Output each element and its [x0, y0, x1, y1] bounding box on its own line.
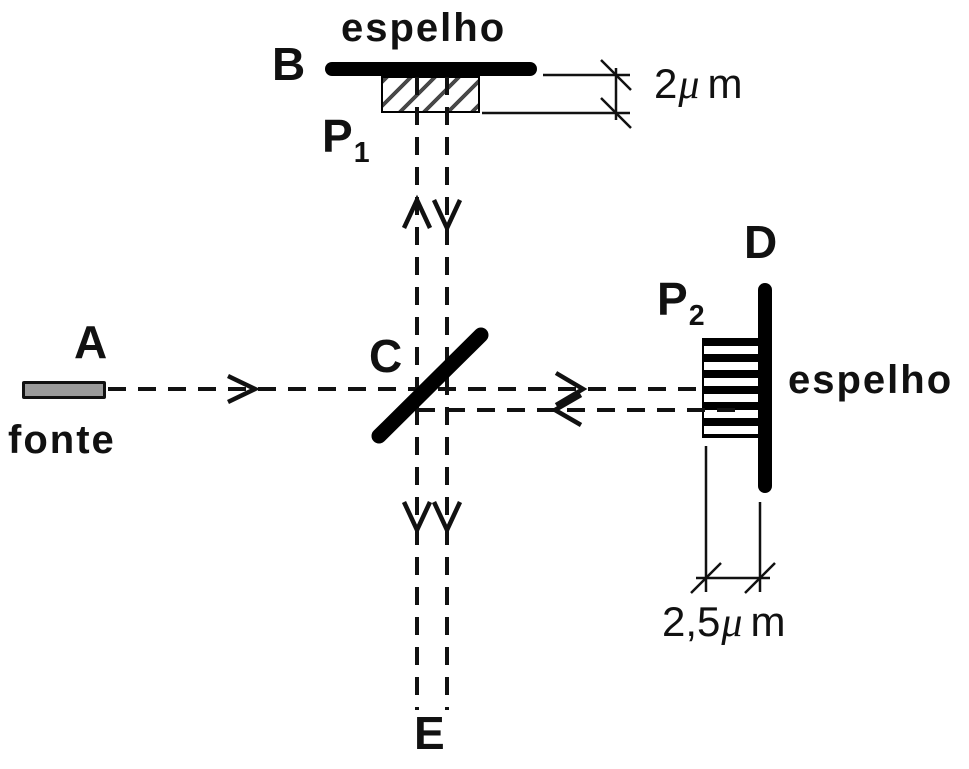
arrow-down-from-mirror-b [431, 199, 463, 234]
dim-right-value: 2,5 [662, 598, 721, 645]
arrow-up-to-mirror-b [401, 194, 433, 229]
mu-symbol: μ [721, 600, 743, 646]
dim-top-tick-upper [600, 59, 632, 91]
label-p1-base: P [322, 110, 354, 162]
light-beams [108, 77, 740, 710]
dim-right-tick-right [744, 562, 776, 594]
label-point-d: D [744, 216, 779, 268]
mu-symbol: μ [678, 62, 700, 108]
light-source-rect [22, 381, 106, 399]
label-p2-sub: 2 [688, 300, 706, 333]
dim-top-tick-lower [600, 97, 632, 129]
label-plate-p1: P1 [322, 110, 371, 167]
label-point-c: C [369, 330, 404, 382]
dimension-right [690, 446, 776, 594]
arrow-right-to-mirror-d [554, 371, 588, 407]
arrow-down-to-e-right [431, 501, 463, 536]
glass-plate-p1-hatched [381, 76, 480, 113]
label-fonte: fonte [8, 418, 116, 462]
label-point-e: E [414, 707, 446, 759]
dimension-top [482, 59, 632, 129]
label-p2-base: P [657, 273, 689, 325]
dim-top-unit: m [707, 60, 743, 107]
glass-plate-p2-striped [702, 338, 758, 438]
label-espelho-right: espelho [788, 358, 954, 402]
dim-top-value: 2 [654, 60, 678, 107]
label-point-b: B [272, 38, 307, 90]
label-espelho-top: espelho [341, 6, 507, 50]
label-plate-p2: P2 [657, 273, 706, 330]
dim-right-unit: m [750, 598, 786, 645]
arrow-down-to-e-left [401, 501, 433, 536]
beam-arrows [227, 194, 588, 536]
dim-right-tick-left [690, 562, 722, 594]
label-point-a: A [74, 316, 109, 368]
arrow-right-source-beam [227, 373, 261, 405]
label-p1-sub: 1 [353, 137, 371, 170]
arrow-left-return-beam [550, 393, 583, 427]
